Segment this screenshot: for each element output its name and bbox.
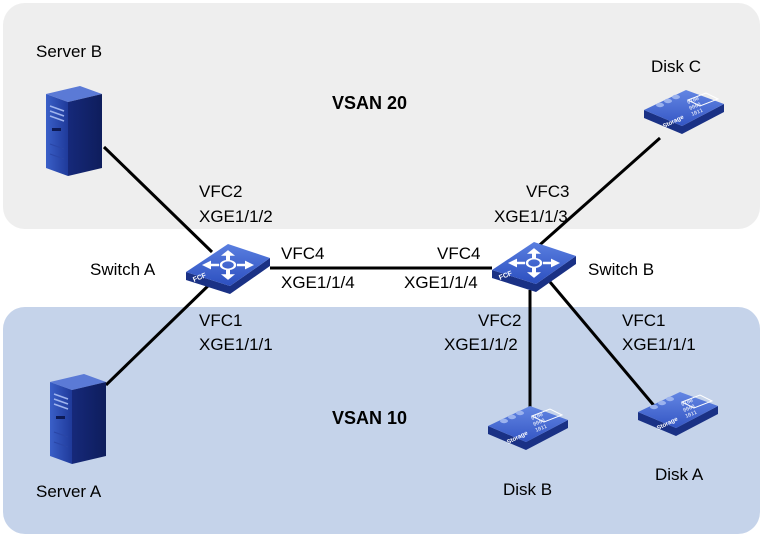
- port-interface-label: XGE1/1/4: [281, 273, 355, 292]
- disk-c-bits-3: 1011: [691, 108, 704, 118]
- port-vfc-label: VFC3: [526, 182, 569, 201]
- port-vfc-label: VFC1: [199, 311, 242, 330]
- disk-b-label: Disk B: [503, 480, 552, 499]
- switch-a-device: FCF: [184, 242, 272, 296]
- switch-b-device: FCF: [490, 240, 578, 294]
- server-a-device: [49, 373, 107, 465]
- disk-a-device: Storage 0100 0000 1011: [637, 391, 719, 437]
- server-b-device: [45, 85, 103, 177]
- disk-a-bits-3: 1011: [685, 410, 698, 420]
- link-switch-b-disk-c: [533, 136, 661, 252]
- switch-a-label: Switch A: [90, 260, 156, 279]
- server-a-label: Server A: [36, 482, 102, 501]
- port-interface-label: XGE1/1/1: [622, 335, 696, 354]
- links: [102, 136, 661, 418]
- server-tower-icon: [49, 373, 107, 465]
- server-tower-icon: [45, 85, 103, 177]
- switch-b-fcf-badge: FCF: [498, 270, 514, 282]
- link-switch-b-disk-a: [548, 281, 658, 409]
- switch-b-label: Switch B: [588, 260, 654, 279]
- port-vfc-label: VFC2: [478, 311, 521, 330]
- disk-a-label: Disk A: [655, 465, 704, 484]
- port-interface-label: XGE1/1/1: [199, 335, 273, 354]
- disk-a-bits-1: 0100: [681, 398, 694, 408]
- port-interface-label: XGE1/1/3: [494, 207, 568, 226]
- disk-c-bits-2: 0000: [689, 102, 702, 112]
- port-vfc-label: VFC1: [622, 311, 665, 330]
- port-vfc-label: VFC4: [437, 244, 480, 263]
- vsan-10-label: VSAN 10: [332, 408, 407, 428]
- fcf-switch-icon: [490, 240, 578, 294]
- disk-c-device: Storage 0100 0000 1011: [643, 89, 725, 135]
- port-vfc-label: VFC2: [199, 182, 242, 201]
- server-b-label: Server B: [36, 42, 102, 61]
- disk-b-bits-1: 0100: [531, 412, 544, 422]
- disk-b-bits-3: 1011: [535, 424, 548, 434]
- port-interface-label: XGE1/1/2: [444, 335, 518, 354]
- disk-b-device: Storage 0100 0000 1011: [487, 405, 569, 451]
- link-server-b-switch-a: [102, 145, 214, 254]
- vsan-10-zone: [3, 307, 760, 534]
- port-interface-label: XGE1/1/2: [199, 207, 273, 226]
- port-interface-label: XGE1/1/4: [404, 273, 478, 292]
- switch-a-fcf-badge: FCF: [192, 272, 208, 284]
- disk-c-bits-1: 0100: [687, 96, 700, 106]
- port-vfc-label: VFC4: [281, 244, 324, 263]
- link-server-a-switch-a: [104, 280, 214, 387]
- vsan-20-label: VSAN 20: [332, 93, 407, 113]
- vsan-20-zone: [3, 3, 760, 229]
- disk-a-bits-2: 0000: [683, 404, 696, 414]
- disk-b-bits-2: 0000: [533, 418, 546, 428]
- fcf-switch-icon: [184, 242, 272, 296]
- disk-c-label: Disk C: [651, 57, 701, 76]
